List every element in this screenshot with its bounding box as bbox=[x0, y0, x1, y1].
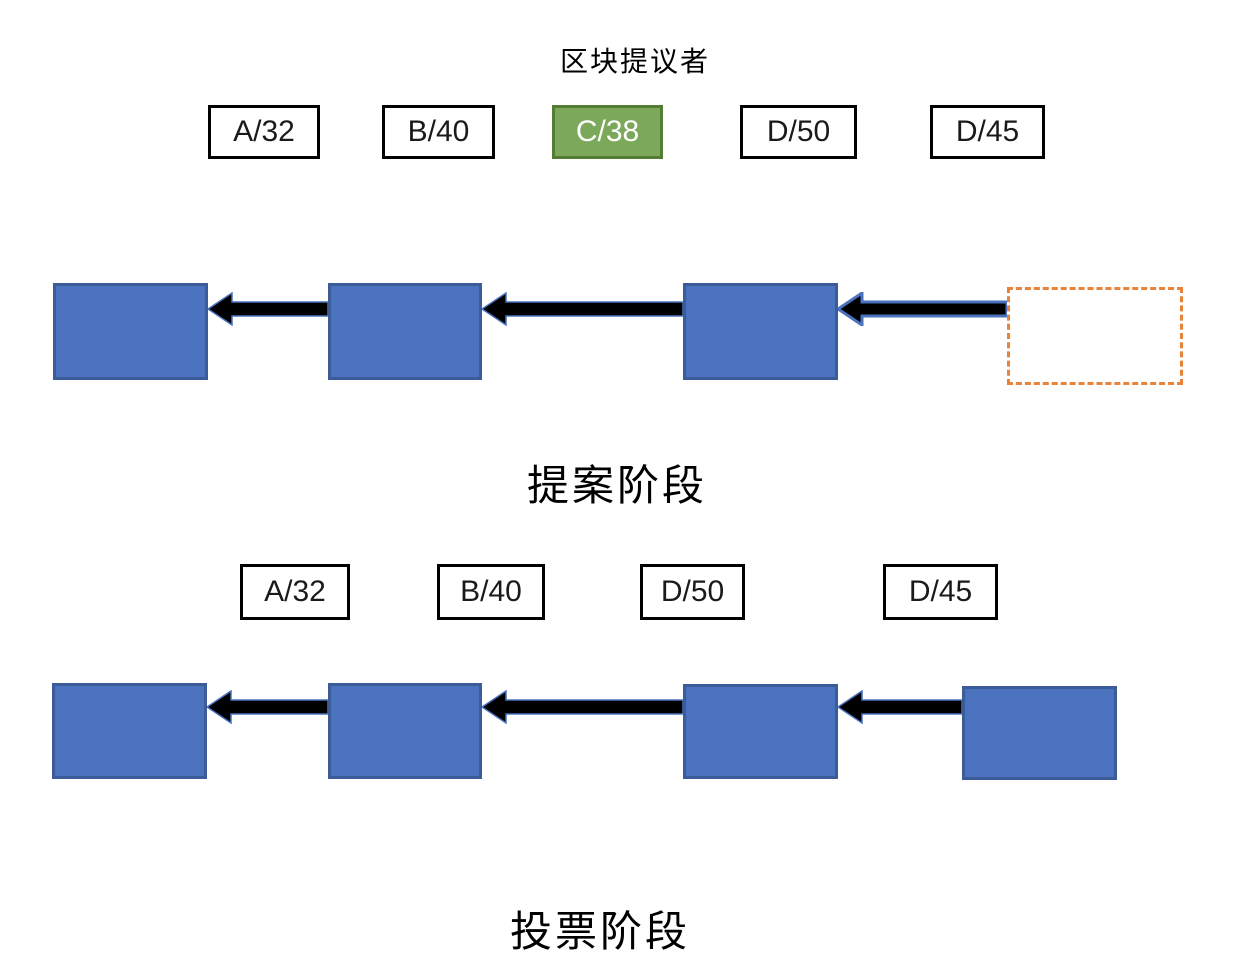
proposer-box-b40: B/40 bbox=[382, 105, 495, 159]
proposer-label-text: B/40 bbox=[407, 115, 470, 148]
proposal-phase-label: 提案阶段 bbox=[526, 462, 707, 509]
proposer-box-d50: D/50 bbox=[640, 564, 745, 620]
proposer-box-a32: A/32 bbox=[208, 105, 320, 159]
proposer-label-text: D/45 bbox=[908, 575, 973, 608]
proposer-label-text: A/32 bbox=[264, 575, 326, 608]
proposer-box-d45: D/45 bbox=[930, 105, 1045, 159]
proposer-box-c38-selected: C/38 bbox=[552, 105, 663, 159]
proposer-box-d50: D/50 bbox=[740, 105, 857, 159]
proposer-label-text: C/38 bbox=[575, 115, 640, 148]
chain-arrow-left-icon bbox=[482, 292, 683, 326]
chain-arrow-left-icon bbox=[482, 690, 683, 724]
proposer-label-text: D/45 bbox=[955, 115, 1020, 148]
chain-block bbox=[52, 683, 207, 779]
proposer-box-b40: B/40 bbox=[437, 564, 545, 620]
proposer-label-text: A/32 bbox=[233, 115, 295, 148]
chain-block bbox=[683, 684, 838, 779]
chain-block bbox=[53, 283, 208, 380]
proposer-label-text: D/50 bbox=[766, 115, 831, 148]
chain-block bbox=[328, 283, 482, 380]
chain-arrow-left-icon bbox=[208, 292, 328, 326]
proposer-box-d45: D/45 bbox=[883, 564, 998, 620]
chain-block bbox=[962, 686, 1117, 780]
proposer-box-a32: A/32 bbox=[240, 564, 350, 620]
chain-block bbox=[683, 283, 838, 380]
block-proposer-title: 区块提议者 bbox=[559, 46, 710, 77]
voting-phase-label: 投票阶段 bbox=[509, 908, 690, 955]
chain-arrow-left-icon bbox=[838, 292, 1007, 326]
chain-block bbox=[328, 683, 482, 779]
chain-arrow-left-icon bbox=[838, 690, 962, 724]
chain-arrow-left-icon bbox=[207, 690, 328, 724]
pending-block-placeholder bbox=[1007, 287, 1183, 385]
proposer-label-text: B/40 bbox=[460, 575, 522, 608]
proposer-label-text: D/50 bbox=[660, 575, 725, 608]
